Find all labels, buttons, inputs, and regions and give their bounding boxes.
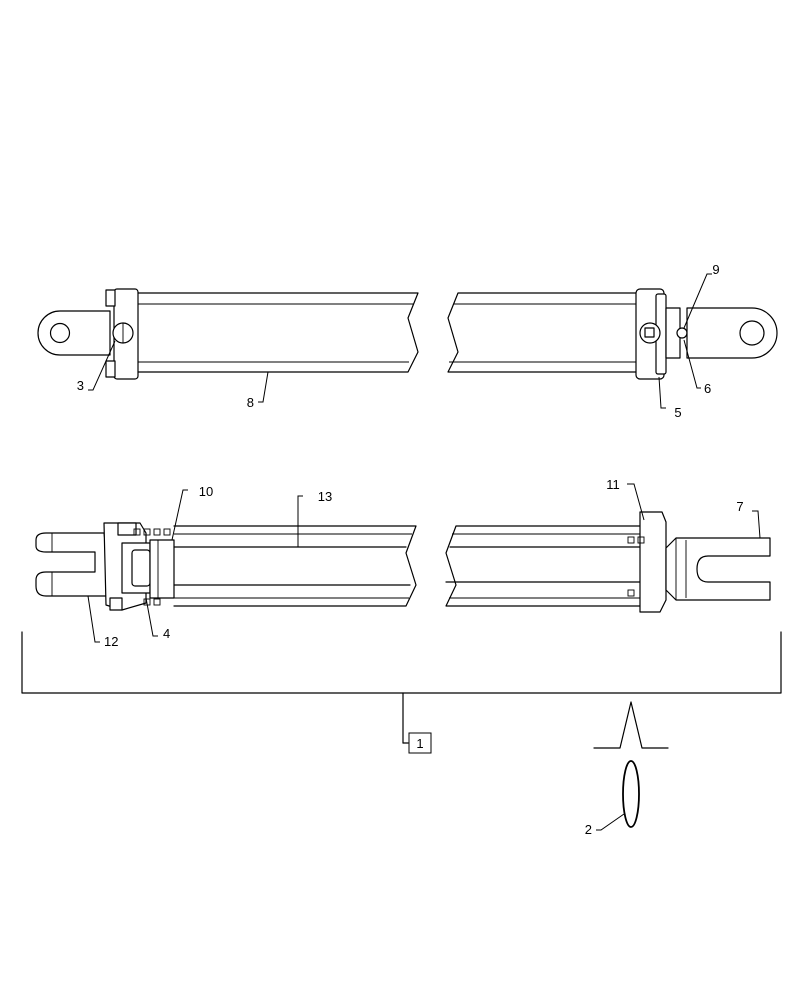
rod-eye <box>686 307 778 359</box>
base-cap-bolt-top <box>105 289 116 307</box>
callout-11: 11 <box>606 477 620 492</box>
assembly-bracket <box>21 631 782 744</box>
base-cap-bolt-bottom <box>105 360 116 378</box>
callouts: 1 2 3 4 5 6 7 8 9 10 11 12 13 <box>77 262 744 837</box>
callout-1: 1 <box>416 736 423 751</box>
leader-lines <box>87 273 761 831</box>
callout-5: 5 <box>674 405 681 420</box>
callout-3: 3 <box>77 378 84 393</box>
rod-port-fitting <box>639 322 661 344</box>
grease-fitting <box>676 327 688 339</box>
callout-13: 13 <box>318 489 332 504</box>
rod-clevis <box>665 537 771 601</box>
piston <box>149 539 175 599</box>
cylinder-section-view <box>35 511 771 613</box>
callout-9: 9 <box>712 262 719 277</box>
seal-kit-symbol <box>593 701 669 749</box>
callout-10: 10 <box>199 484 213 499</box>
barrel-tube <box>447 292 638 373</box>
callout-7: 7 <box>736 499 743 514</box>
rod-eye-hole <box>739 320 765 346</box>
base-eye-lug <box>37 310 111 356</box>
callout-12: 12 <box>104 634 118 649</box>
callout-1-box <box>408 732 432 754</box>
callout-6: 6 <box>704 381 711 396</box>
o-ring-seal <box>622 760 640 828</box>
callout-2: 2 <box>585 822 592 837</box>
callout-4: 4 <box>163 626 170 641</box>
gland-section <box>639 511 667 613</box>
base-eye-hole <box>49 322 71 344</box>
base-clevis <box>35 532 113 597</box>
cylinder-assembled-view <box>37 288 778 380</box>
callout-8: 8 <box>247 395 254 410</box>
